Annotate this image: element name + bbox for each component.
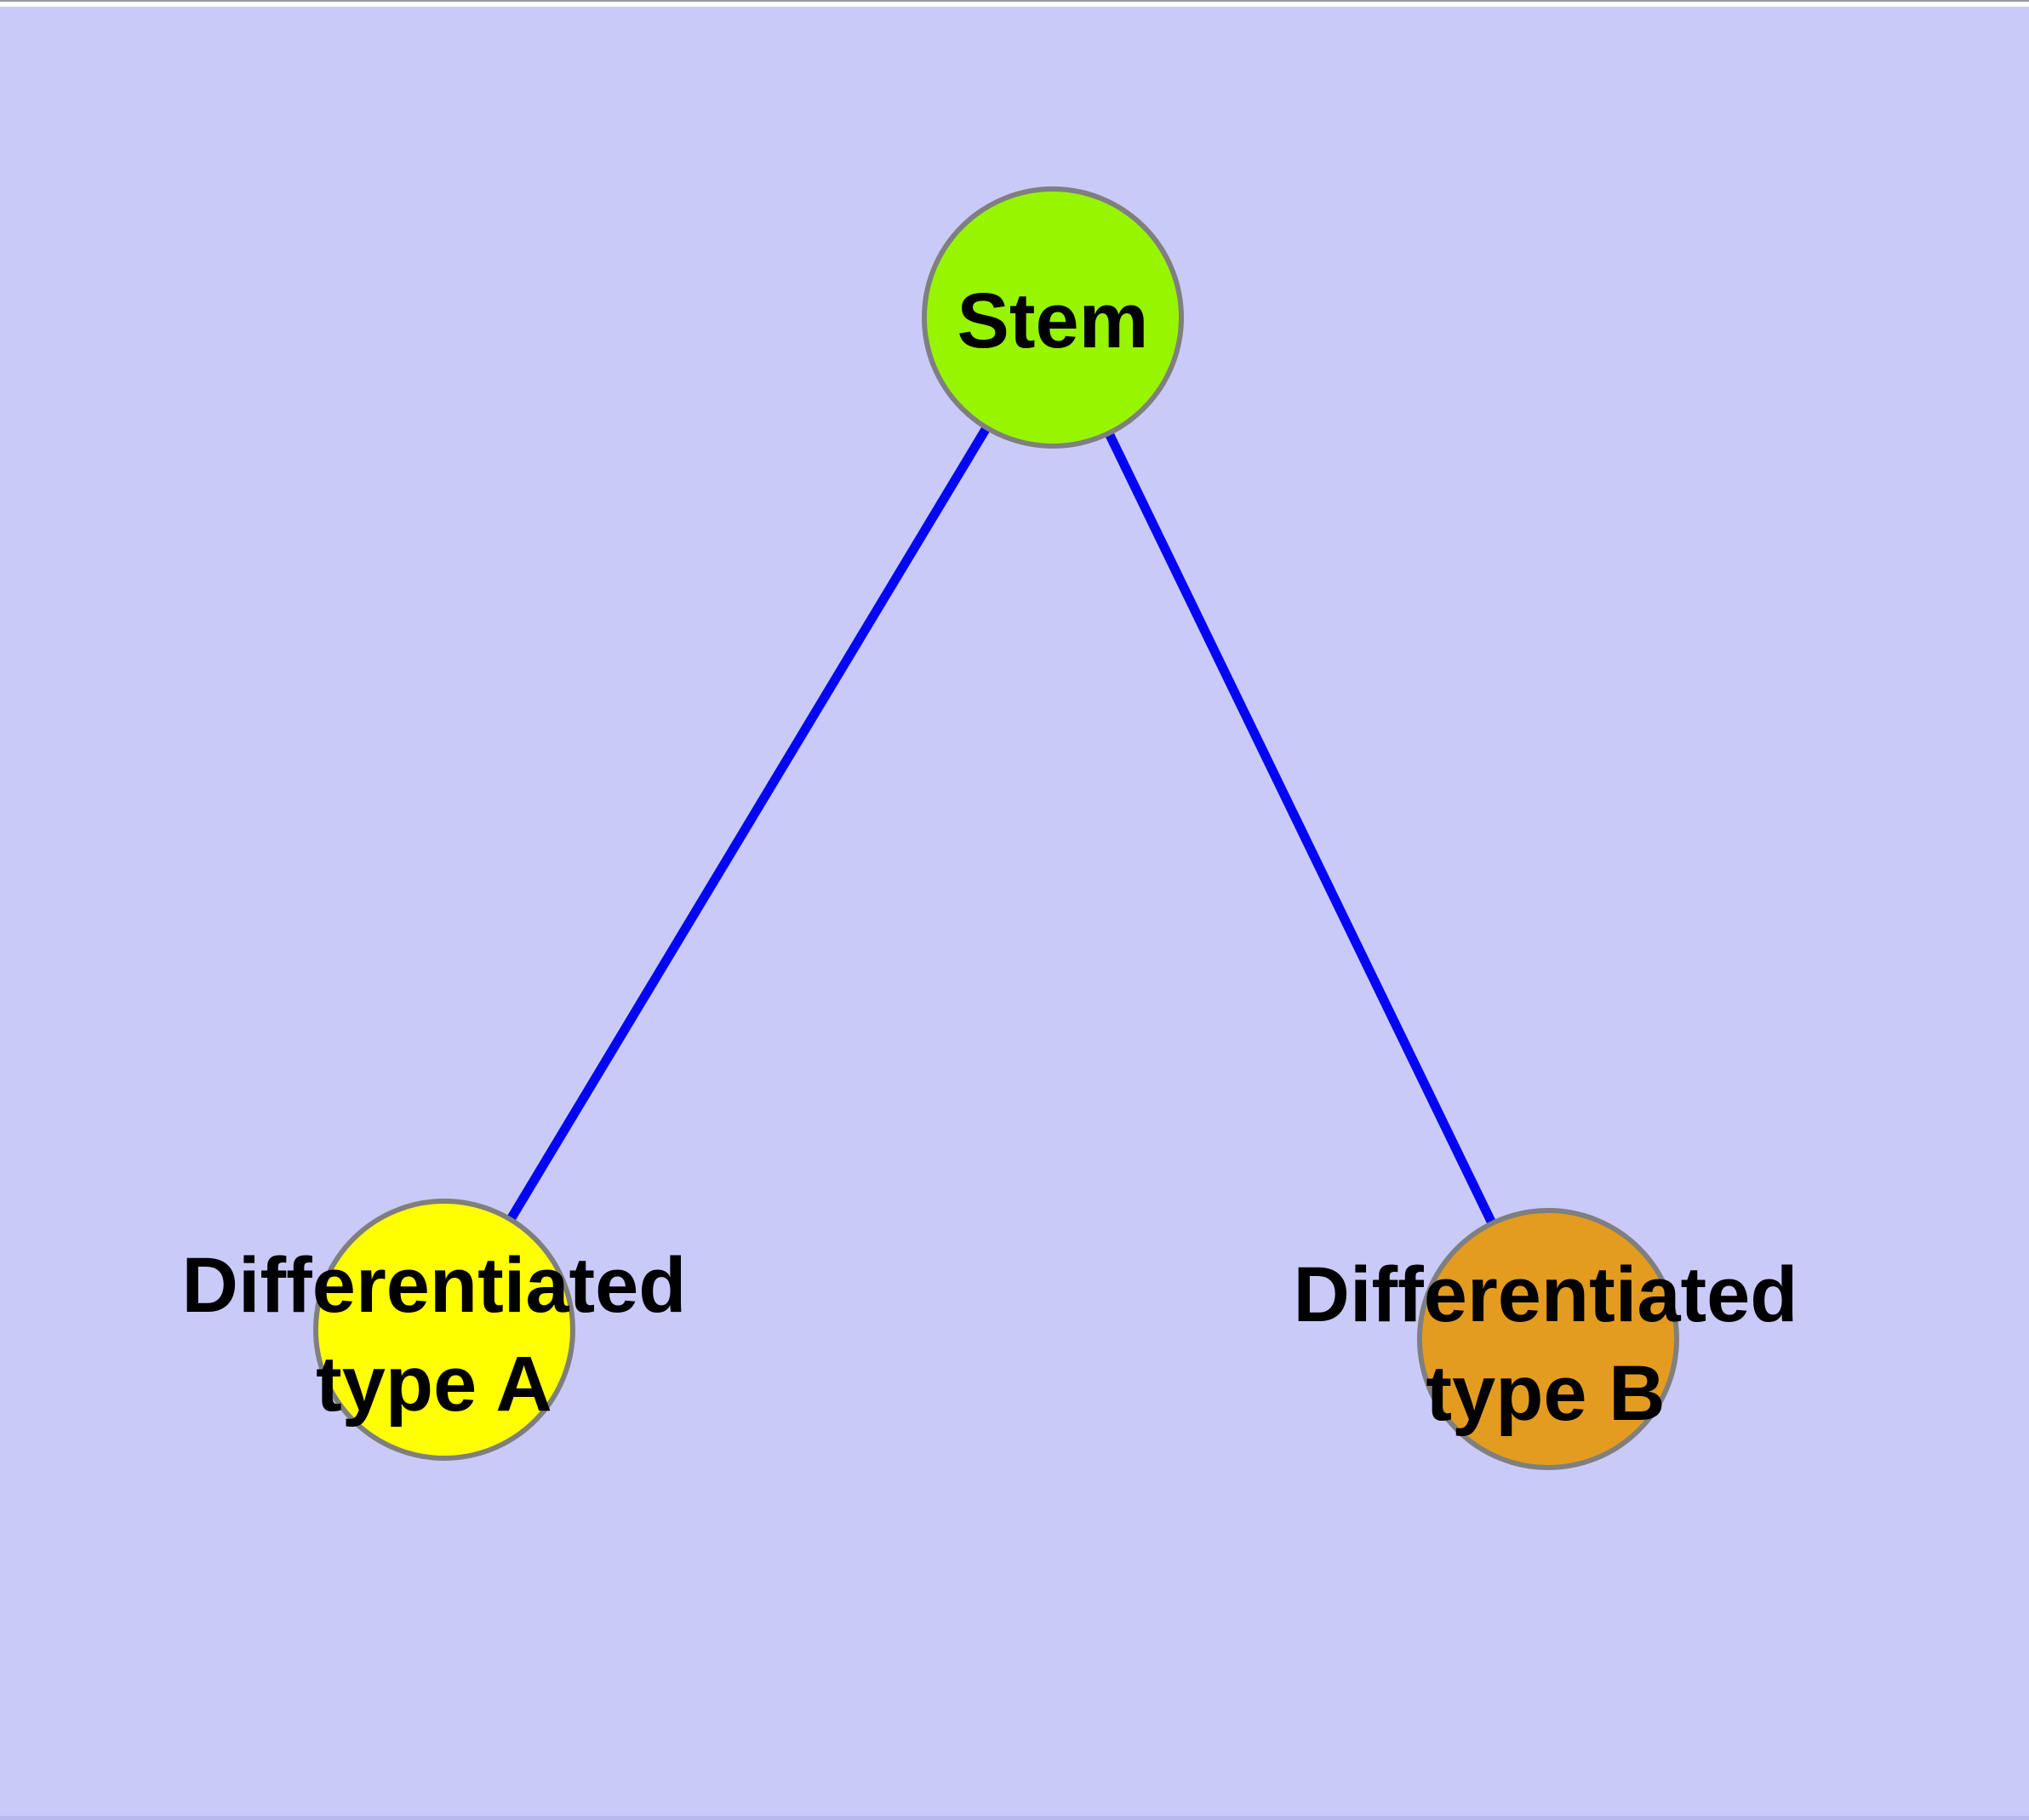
node-differentiated-type-a	[313, 1199, 575, 1461]
node-stem-label: Stem	[957, 278, 1149, 364]
edge-stem-to-type-b	[1049, 315, 1552, 1342]
node-type-a-label-line2: type A	[316, 1341, 552, 1428]
node-stem	[922, 186, 1184, 449]
node-differentiated-type-b	[1417, 1208, 1679, 1470]
node-type-a-label-line1: Differentiated	[182, 1242, 687, 1329]
window-bottom-edge	[0, 1816, 2029, 1820]
node-type-b-label-line1: Differentiated	[1294, 1251, 1798, 1338]
node-type-b-label-line2: type B	[1426, 1350, 1665, 1437]
window-top-band	[0, 0, 2029, 7]
edge-stem-to-type-a	[440, 315, 1057, 1332]
